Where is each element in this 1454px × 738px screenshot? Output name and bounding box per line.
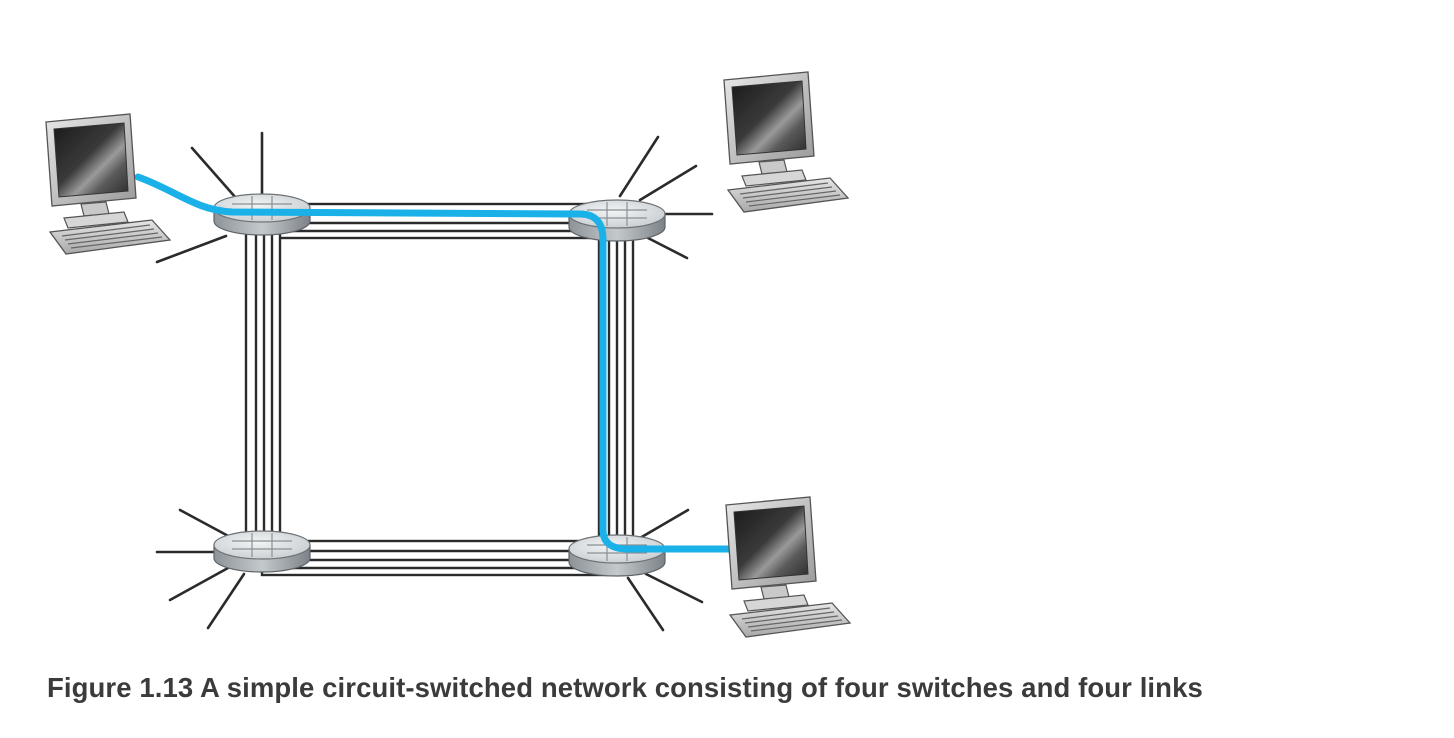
switch-bottom-right: [568, 534, 666, 577]
stub-lines: [155, 131, 714, 632]
switch-bottom-left: [213, 530, 311, 573]
link-left: [244, 224, 282, 548]
host-bottom-right: [725, 496, 851, 638]
link-bottom: [260, 539, 620, 577]
host-top-right: [723, 71, 849, 213]
highlighted-circuit: [134, 173, 737, 553]
switch-top-right: [568, 199, 666, 242]
figure-caption: Figure 1.13 A simple circuit-switched ne…: [47, 672, 1203, 703]
circuit-switched-network-diagram: [45, 71, 851, 638]
